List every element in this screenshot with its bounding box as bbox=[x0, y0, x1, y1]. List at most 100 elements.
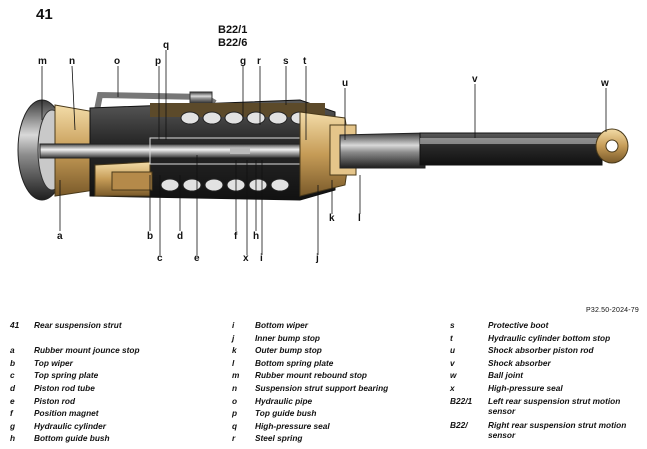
legend-text: Right rear suspension strut motion senso… bbox=[488, 419, 627, 440]
legend-text: Outer bump stop bbox=[255, 345, 322, 356]
callout-t: t bbox=[303, 56, 307, 67]
legend-key: b bbox=[10, 357, 16, 368]
callout-n: n bbox=[69, 56, 76, 67]
callout-e: e bbox=[194, 253, 200, 264]
legend-row: n Suspension strut support bearing bbox=[232, 383, 447, 396]
legend-key: t bbox=[450, 332, 453, 343]
sensor-label: B22/1 B22/6 bbox=[218, 24, 247, 50]
legend-spacer bbox=[10, 333, 225, 346]
legend-text: Top spring plate bbox=[34, 370, 99, 381]
legend-key: w bbox=[450, 370, 457, 381]
legend-row: c Top spring plate bbox=[10, 370, 225, 383]
legend-key: B22/ bbox=[450, 419, 468, 430]
shock-absorber-tube bbox=[419, 132, 603, 166]
strut-cutaway-illustration bbox=[17, 50, 629, 255]
legend-text: Position magnet bbox=[34, 408, 99, 419]
sensor-label-line1: B22/1 bbox=[218, 24, 248, 36]
legend-key: j bbox=[232, 332, 235, 343]
legend-key: e bbox=[10, 395, 15, 406]
figure-code: P32.50-2024-79 bbox=[585, 307, 639, 314]
legend-text: Top guide bush bbox=[255, 408, 317, 419]
callout-h: h bbox=[253, 231, 260, 242]
legend-row: p Top guide bush bbox=[232, 408, 447, 421]
legend-key: f bbox=[10, 408, 13, 419]
legend-text: Bottom wiper bbox=[255, 320, 309, 330]
callout-p: p bbox=[155, 56, 162, 67]
legend-text: Suspension strut support bearing bbox=[255, 382, 389, 393]
callout-m: m bbox=[38, 56, 47, 67]
callout-q: q bbox=[163, 40, 170, 51]
legend-column-1: 41 Rear suspension strut a Rubber mount jo… bbox=[10, 320, 225, 446]
legend-row: g Hydraulic cylinder bbox=[10, 421, 225, 434]
legend-key: a bbox=[10, 345, 15, 356]
legend-key: i bbox=[232, 320, 235, 330]
legend-row: q High-pressure seal bbox=[232, 421, 447, 434]
legend-key: 41 bbox=[10, 320, 20, 330]
callout-x: x bbox=[243, 253, 249, 264]
legend-text: Piston rod bbox=[34, 395, 76, 406]
legend-key: u bbox=[450, 345, 456, 356]
legend-row: i Bottom wiper bbox=[232, 320, 447, 333]
callout-d: d bbox=[177, 231, 184, 242]
legend-text: Bottom spring plate bbox=[255, 357, 334, 368]
piston-rod bbox=[39, 143, 341, 159]
legend-text: Shock absorber piston rod bbox=[488, 345, 594, 356]
legend-text: Protective boot bbox=[488, 320, 549, 330]
legend-text: Top wiper bbox=[34, 357, 73, 368]
legend-row: w Ball joint bbox=[450, 370, 645, 383]
shock-absorber-body bbox=[339, 132, 426, 169]
legend-key: m bbox=[232, 370, 240, 381]
steel-spring bbox=[160, 111, 310, 192]
legend-key: s bbox=[450, 320, 455, 330]
legend-key: p bbox=[232, 408, 238, 419]
legend-key: g bbox=[10, 420, 16, 431]
legend-row: u Shock absorber piston rod bbox=[450, 345, 645, 358]
legend-key: x bbox=[450, 382, 455, 393]
legend-row: k Outer bump stop bbox=[232, 345, 447, 358]
legend-text: High-pressure seal bbox=[255, 420, 330, 431]
legend-row: b Top wiper bbox=[10, 358, 225, 371]
legend-key: c bbox=[10, 370, 15, 381]
legend-text: High-pressure seal bbox=[488, 382, 563, 393]
figure-number: 41 bbox=[36, 6, 53, 23]
ball-joint bbox=[595, 128, 629, 164]
callout-o: o bbox=[114, 56, 121, 67]
legend-text: Bottom guide bush bbox=[34, 433, 110, 444]
legend-text: Ball joint bbox=[488, 370, 524, 381]
legend-row: s Protective boot bbox=[450, 320, 645, 333]
legend-key: n bbox=[232, 382, 238, 393]
callout-s: s bbox=[283, 56, 289, 67]
legend-key: q bbox=[232, 420, 238, 431]
legend-text: Hydraulic pipe bbox=[255, 395, 313, 406]
legend-text: Steel spring bbox=[255, 433, 303, 444]
callout-k: k bbox=[329, 213, 335, 224]
legend-row: a Rubber mount jounce stop bbox=[10, 345, 225, 358]
legend-key: k bbox=[232, 345, 237, 356]
legend-text: Shock absorber bbox=[488, 357, 551, 368]
legend-text: Rubber mount jounce stop bbox=[34, 345, 140, 356]
callout-j: j bbox=[316, 253, 319, 264]
legend-key: d bbox=[10, 382, 16, 393]
legend-text: Rear suspension strut bbox=[34, 320, 122, 330]
callout-c: c bbox=[157, 253, 163, 264]
sensor-label-line2: B22/6 bbox=[218, 37, 248, 49]
legend-row: 41 Rear suspension strut bbox=[10, 320, 225, 333]
callout-u: u bbox=[342, 78, 349, 89]
callout-g: g bbox=[240, 56, 247, 67]
legend-text: Hydraulic cylinder bbox=[34, 420, 106, 431]
legend-text: Left rear suspension strut motion sensor bbox=[488, 395, 621, 416]
legend-row: f Position magnet bbox=[10, 408, 225, 421]
callout-r: r bbox=[257, 56, 261, 67]
callout-v: v bbox=[472, 74, 478, 85]
callout-i: i bbox=[260, 253, 263, 264]
